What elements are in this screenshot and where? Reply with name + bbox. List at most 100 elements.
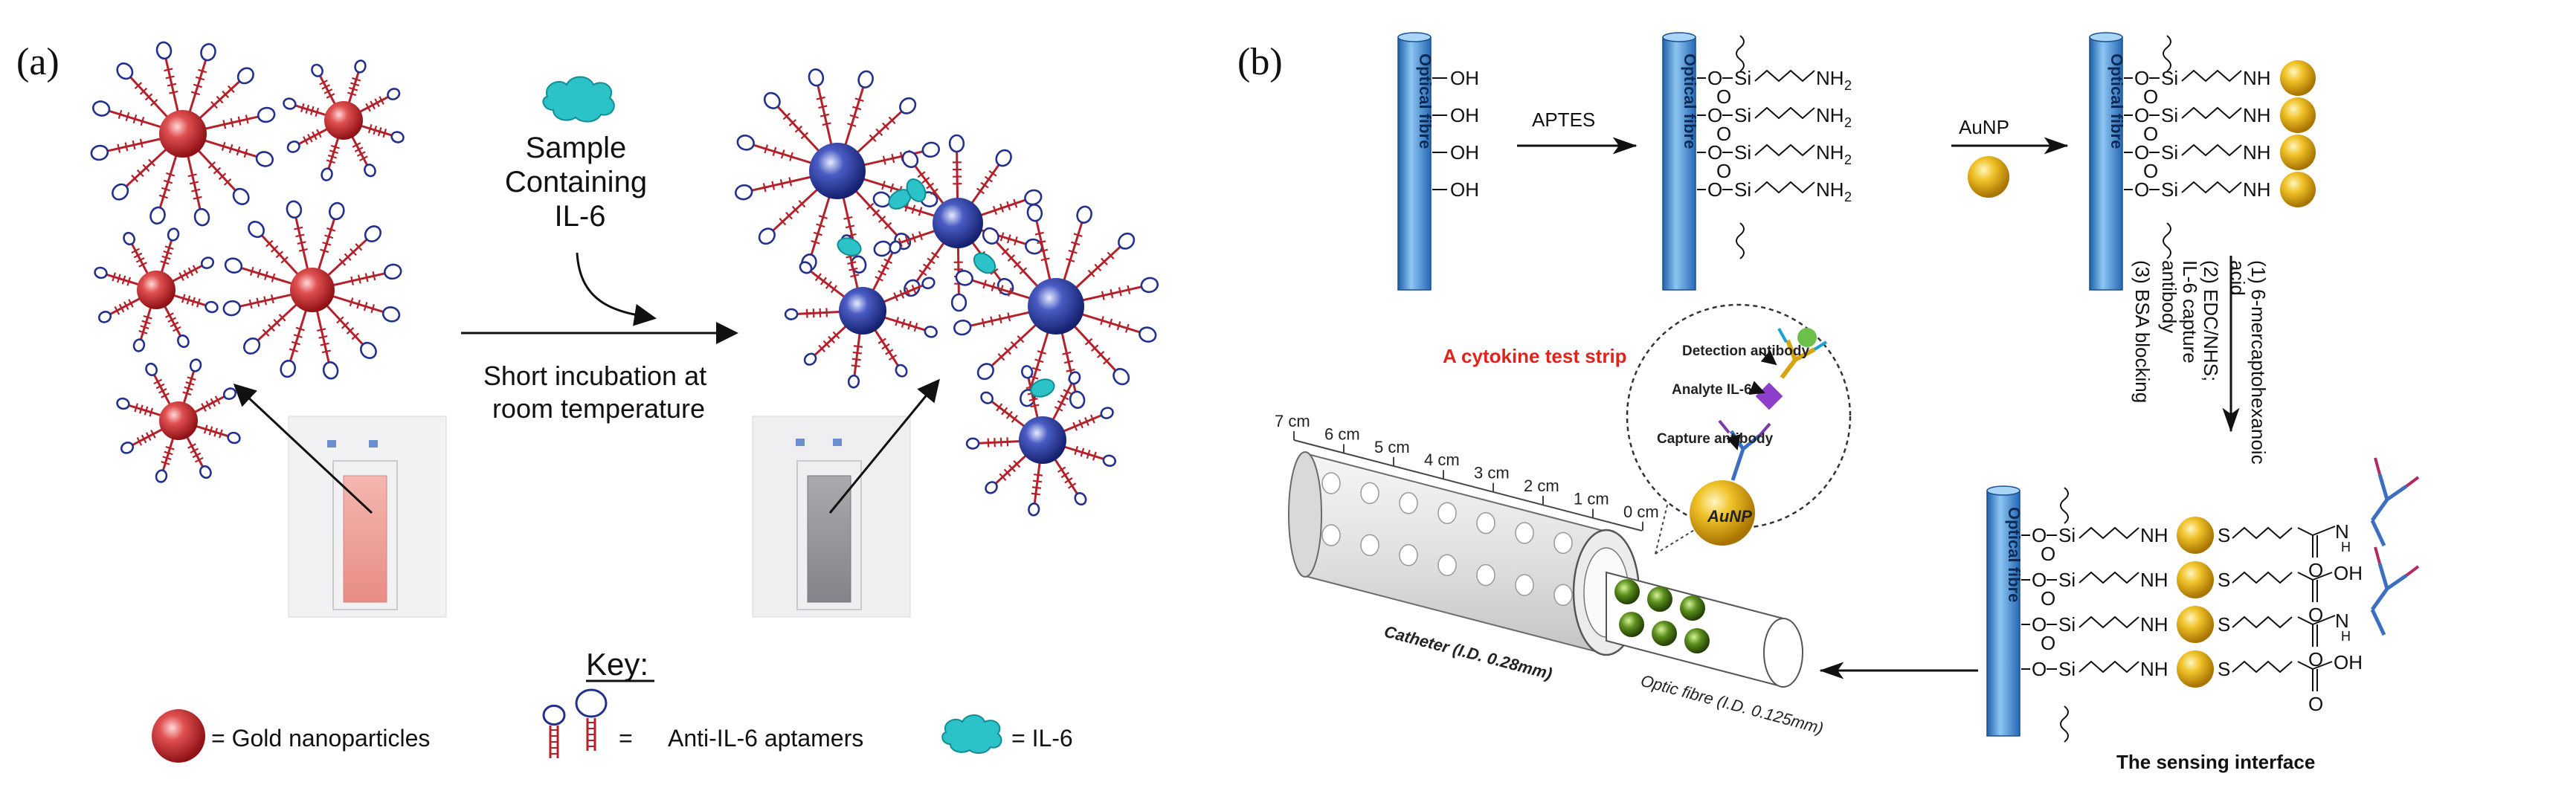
ruler-tick-label: 5 cm — [1374, 438, 1410, 456]
key-gold-icon — [152, 709, 205, 763]
optical-fibre: Optical fibre — [1397, 32, 1434, 291]
aunp-sensing — [2177, 650, 2214, 688]
sensor-bead — [1647, 587, 1672, 612]
catheter-hole — [1515, 522, 1534, 544]
svg-text:O: O — [2143, 85, 2158, 108]
ruler-tick-label: 0 cm — [1623, 503, 1659, 521]
svg-text:O: O — [2032, 613, 2047, 636]
svg-text:2: 2 — [1844, 115, 1852, 130]
svg-text:O: O — [1716, 85, 1731, 108]
il6-bound-icon — [1030, 378, 1055, 398]
key-aptamer-eq: = — [619, 725, 633, 752]
svg-text:O: O — [2308, 604, 2323, 626]
svg-text:(1) 6-mercaptohexanoic: (1) 6-mercaptohexanoic — [2247, 260, 2270, 465]
optic-fibre-label: Optic fibre (I.D. 0.125mm) — [1639, 671, 1826, 738]
gold-np-5 — [116, 358, 241, 483]
svg-text:S: S — [2218, 569, 2230, 591]
svg-text:O: O — [1716, 123, 1731, 145]
svg-text:O: O — [1707, 67, 1722, 89]
svg-text:O: O — [2032, 658, 2047, 680]
svg-text:Si: Si — [1734, 141, 1751, 164]
svg-text:OH: OH — [1450, 104, 1479, 126]
catheter-hole — [1553, 584, 1573, 607]
catheter-strip — [1288, 451, 1803, 688]
inset-aunp-label: AuNP — [1707, 507, 1752, 526]
svg-text:OH: OH — [2334, 651, 2363, 673]
svg-text:S: S — [2218, 658, 2230, 680]
svg-text:antibody: antibody — [2158, 260, 2180, 333]
svg-text:Optical fibre: Optical fibre — [1681, 54, 1699, 149]
aunp-bound — [2280, 97, 2316, 133]
catheter-hole — [1476, 563, 1495, 587]
sensor-bead — [1684, 628, 1710, 653]
svg-text:Optical fibre: Optical fibre — [2005, 507, 2023, 602]
il6-cloud-icon — [542, 76, 615, 123]
svg-text:NH: NH — [2140, 658, 2168, 680]
svg-text:Si: Si — [1734, 104, 1751, 126]
key-title: Key: — [586, 647, 648, 682]
panel-a: (a) Sample Containing IL-6 — [16, 41, 1159, 763]
ruler-tick-label: 4 cm — [1424, 450, 1460, 469]
capture-antibody — [2370, 474, 2408, 547]
catheter-hole — [1515, 574, 1534, 596]
svg-text:Si: Si — [2161, 67, 2178, 89]
svg-text:O: O — [2143, 123, 2158, 145]
svg-text:O: O — [2308, 648, 2323, 671]
strip-title: A cytokine test strip — [1443, 345, 1627, 367]
svg-text:OH: OH — [1450, 141, 1479, 164]
detection-antibody-label: Detection antibody — [1682, 343, 1809, 359]
panel-a-label: (a) — [16, 41, 59, 83]
svg-text:OH: OH — [1450, 178, 1479, 201]
svg-text:NH: NH — [2140, 569, 2168, 591]
aunp-sphere — [1968, 156, 2009, 198]
svg-text:H: H — [2341, 629, 2351, 644]
gold-np-1 — [90, 41, 276, 227]
svg-text:Si: Si — [2058, 658, 2076, 680]
svg-text:O: O — [2041, 543, 2055, 565]
svg-text:N: N — [2335, 610, 2349, 632]
capture-antibody-label: Capture antibody — [1657, 431, 1774, 447]
gold-np-4 — [222, 200, 402, 380]
svg-text:Si: Si — [2161, 141, 2178, 164]
svg-text:O: O — [2143, 160, 2158, 182]
svg-text:NH: NH — [2140, 613, 2168, 636]
svg-text:Optical fibre: Optical fibre — [1416, 54, 1434, 149]
aggregated-np-5 — [965, 365, 1117, 517]
svg-text:OH: OH — [2334, 562, 2363, 584]
il6-bound-icon — [906, 178, 927, 202]
key-aptamer-label: Anti-IL-6 aptamers — [668, 725, 863, 752]
aptes-label: APTES — [1532, 109, 1595, 131]
svg-text:NH: NH — [1816, 104, 1844, 126]
ruler-tick-label: 7 cm — [1275, 412, 1310, 430]
cuvette-photo-red — [288, 416, 447, 618]
svg-text:NH: NH — [2140, 524, 2168, 546]
svg-text:OH: OH — [1450, 67, 1479, 89]
svg-text:IL-6 capture: IL-6 capture — [2179, 260, 2201, 364]
optic-fibre-label-group: Optic fibre (I.D. 0.125mm) — [1639, 671, 1826, 738]
optical-fibre: Optical fibre — [2089, 32, 2126, 291]
incubation-text: Short incubation at room temperature — [483, 361, 714, 424]
svg-text:O: O — [2308, 559, 2323, 581]
svg-text:acid: acid — [2226, 260, 2249, 296]
ruler-tick-label: 1 cm — [1574, 489, 1609, 508]
sensor-bead — [1680, 595, 1705, 621]
svg-text:S: S — [2218, 524, 2230, 546]
ruler-tick-label: 2 cm — [1524, 477, 1559, 495]
svg-text:O: O — [2134, 67, 2149, 89]
svg-text:O: O — [2134, 178, 2149, 201]
svg-text:(3) BSA blocking: (3) BSA blocking — [2131, 260, 2154, 403]
svg-text:O: O — [2308, 693, 2323, 715]
svg-text:Si: Si — [2161, 178, 2178, 201]
pointer-arrow-red — [233, 383, 373, 514]
optical-fibre: Optical fibre — [1986, 485, 2023, 737]
il6-bound-icon — [837, 237, 862, 256]
svg-text:2: 2 — [1844, 190, 1852, 204]
sensor-bead — [1619, 612, 1644, 637]
aunp-bound — [2280, 60, 2316, 96]
svg-text:N: N — [2335, 520, 2349, 543]
svg-text:O: O — [1707, 141, 1722, 164]
aunp-label: AuNP — [1959, 116, 2009, 138]
